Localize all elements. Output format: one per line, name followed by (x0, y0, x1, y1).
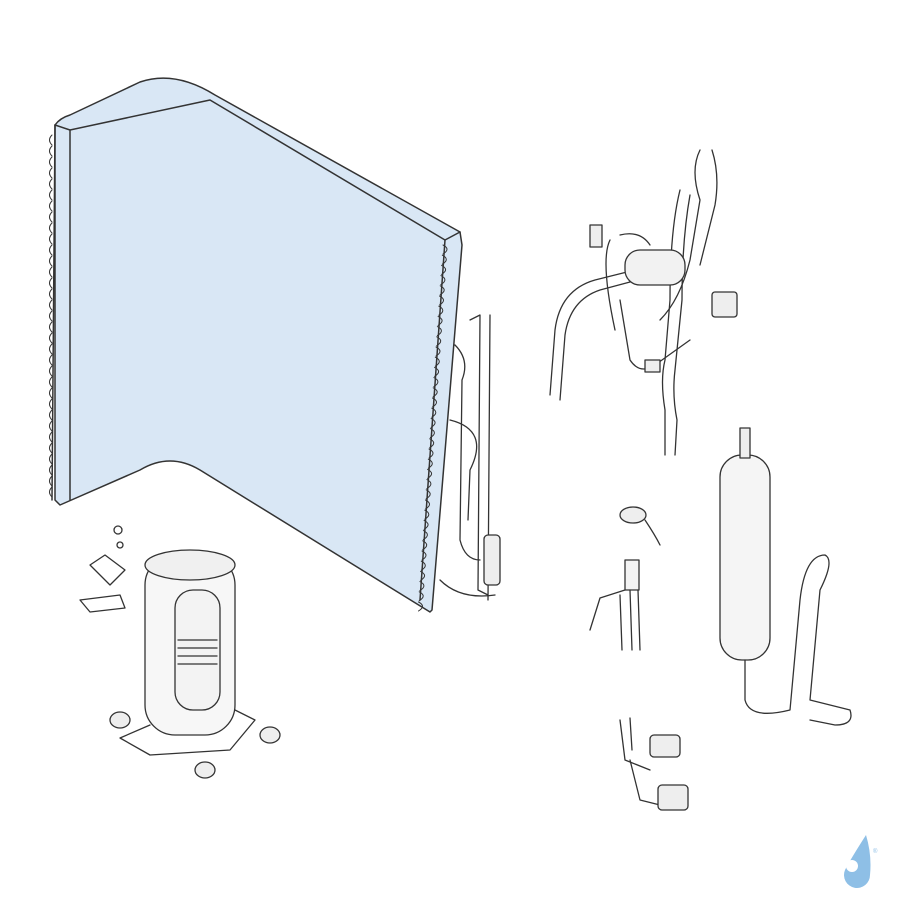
coil-fin (49, 409, 53, 421)
coil-fin (419, 581, 425, 592)
coil-fin (439, 295, 444, 306)
coil-fin (49, 464, 53, 476)
coil-fin (49, 332, 53, 344)
coil-fin (418, 601, 423, 612)
coil-fin (436, 326, 442, 337)
coil-fin (49, 211, 53, 223)
expansion-valve (589, 559, 641, 651)
coil-fin (49, 431, 53, 443)
coil-fin (431, 407, 437, 418)
coil-fin (49, 486, 53, 498)
coil-fin (436, 336, 442, 347)
coil-fin (49, 343, 53, 355)
coil-fin (418, 591, 424, 602)
coil-fin (421, 550, 427, 561)
coil-fin (49, 398, 53, 410)
brand-logo: ® (844, 835, 878, 888)
coil-pipe-assembly (439, 314, 501, 601)
coil-fin (423, 519, 429, 530)
coil-fin (49, 233, 53, 245)
coil-fin (440, 275, 446, 286)
coil-fin (49, 354, 53, 366)
four-way-valve-assembly (549, 149, 738, 456)
coil-fin (424, 509, 430, 520)
coil-fin (429, 438, 435, 449)
coil-fin (49, 189, 53, 201)
coil-fin (426, 479, 432, 490)
coil-fin (420, 560, 426, 571)
coil-fin (425, 489, 431, 500)
coil-fin (438, 305, 444, 316)
coil-fin (433, 377, 439, 388)
coil-fin (439, 285, 445, 296)
coil-fin (49, 266, 53, 278)
svg-text:®: ® (873, 848, 878, 855)
coil-fin (49, 200, 53, 212)
coil-fin (49, 420, 53, 432)
coil-fin (49, 145, 53, 157)
coil-fin (49, 310, 53, 322)
coil-fin (434, 356, 440, 367)
coil-fin (434, 366, 440, 377)
accumulator (719, 427, 852, 726)
coil-fin (49, 167, 53, 179)
coil-fin (425, 499, 430, 510)
coil-fin (49, 387, 53, 399)
coil-fin (430, 417, 436, 428)
coil-fin (49, 288, 53, 300)
coil-fin (437, 315, 443, 326)
coil-fin (441, 264, 447, 275)
coil-fin (422, 530, 428, 541)
coil-fin (420, 570, 426, 581)
condenser-coil (49, 77, 463, 613)
service-valves (619, 717, 689, 811)
coil-fin (49, 365, 53, 377)
coil-fin (427, 468, 433, 479)
coil-fin (49, 178, 53, 190)
coil-fin (49, 475, 53, 487)
coil-fin (49, 453, 53, 465)
coil-fin (435, 346, 441, 357)
sensor-part (619, 506, 661, 546)
coil-fin (49, 376, 53, 388)
coil-fin (49, 222, 53, 234)
coil-fin (49, 255, 53, 267)
coil-fin (442, 244, 448, 255)
coil-fin (429, 428, 435, 439)
compressor (79, 525, 281, 779)
coil-fin (49, 156, 53, 168)
coil-fin (49, 442, 53, 454)
coil-fin (427, 458, 433, 469)
coil-fin (49, 244, 53, 256)
coil-fin (441, 254, 447, 265)
coil-fin (49, 321, 53, 333)
coil-fin (49, 277, 53, 289)
coil-fin (432, 387, 438, 398)
coil-fin (428, 448, 434, 459)
coil-fin (49, 134, 53, 146)
coil-fin (432, 397, 437, 408)
coil-fin (49, 299, 53, 311)
coil-fin (422, 540, 428, 551)
